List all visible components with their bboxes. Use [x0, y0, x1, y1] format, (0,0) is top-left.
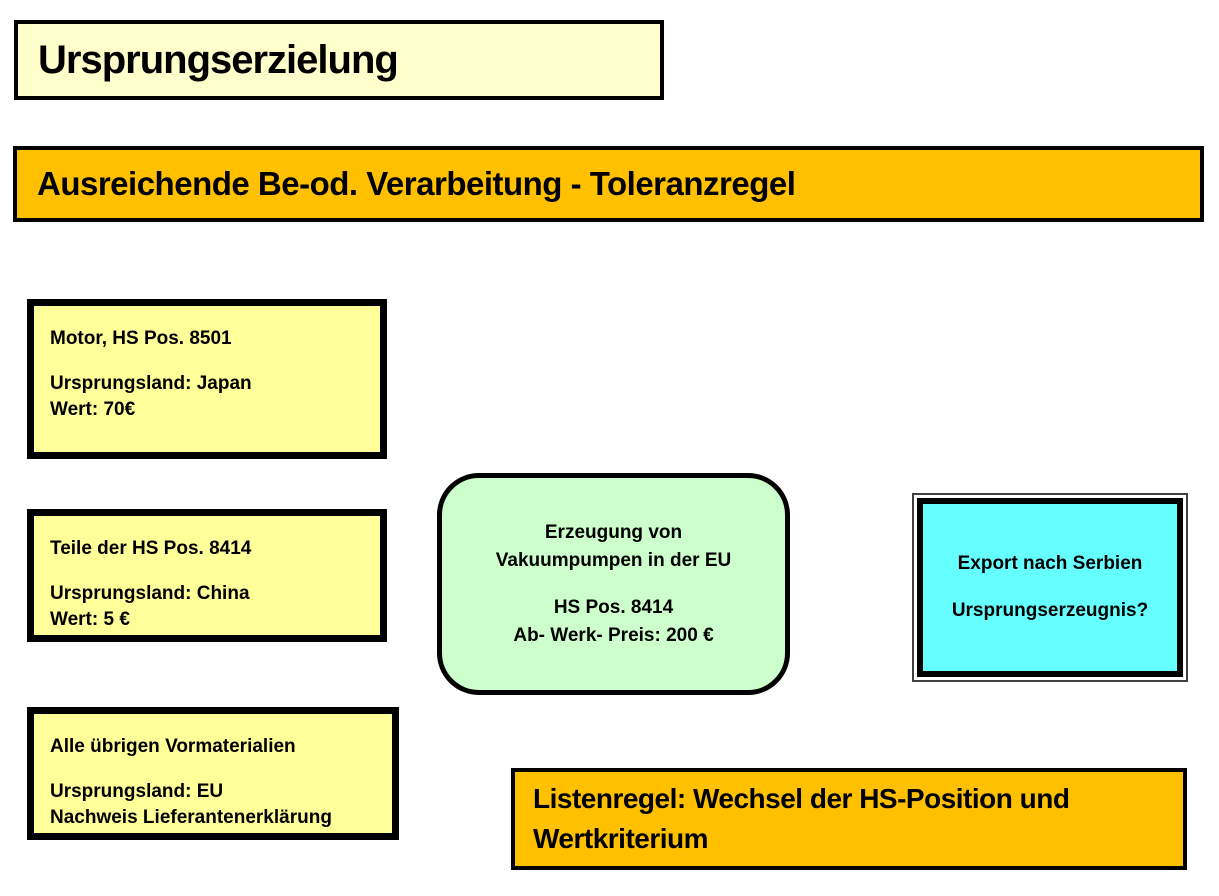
- text-line: [50, 352, 370, 371]
- text-line: Export nach Serbien: [957, 553, 1143, 574]
- section-banner: Ausreichende Be-od. Verarbeitung - Toler…: [13, 146, 1204, 222]
- text-line: Motor, HS Pos. 8501: [50, 328, 232, 349]
- text-line: Ursprungsland: EU: [50, 781, 224, 802]
- text-line: Erzeugung von: [544, 521, 683, 543]
- text-line: Wertkriterium: [533, 823, 709, 854]
- material-box-vormaterialien: Alle übrigen Vormaterialien Ursprungslan…: [27, 707, 399, 840]
- rule-box: Listenregel: Wechsel der HS-Position und…: [511, 768, 1187, 870]
- export-box-inner: Export nach Serbien Ursprungserzeugnis?: [917, 498, 1183, 677]
- text-line: Teile der HS Pos. 8414: [50, 538, 252, 559]
- section-banner-label: Ausreichende Be-od. Verarbeitung - Toler…: [37, 165, 796, 202]
- material-box-motor: Motor, HS Pos. 8501 Ursprungsland: Japan…: [27, 299, 387, 459]
- material-box-teile: Teile der HS Pos. 8414 Ursprungsland: Ch…: [27, 509, 387, 642]
- text-line: [923, 578, 1177, 597]
- text-line: Nachweis Lieferantenerklärung: [50, 807, 332, 828]
- text-line: [452, 575, 775, 594]
- text-line: Listenregel: Wechsel der HS-Position und: [533, 783, 1070, 814]
- slide-title: Ursprungserzielung: [38, 37, 399, 82]
- title-box: Ursprungserzielung: [14, 20, 664, 100]
- text-line: Alle übrigen Vormaterialien: [50, 736, 296, 757]
- text-line: [50, 562, 370, 581]
- process-box: Erzeugung von Vakuumpumpen in der EU HS …: [437, 473, 790, 695]
- text-line: Wert: 70€: [50, 399, 136, 420]
- text-line: Vakuumpumpen in der EU: [495, 549, 732, 571]
- text-line: Ursprungserzeugnis?: [951, 600, 1149, 621]
- text-line: Wert: 5 €: [50, 609, 130, 630]
- text-line: Ursprungsland: China: [50, 583, 250, 604]
- export-box: Export nach Serbien Ursprungserzeugnis?: [912, 493, 1188, 682]
- text-line: Ursprungsland: Japan: [50, 373, 252, 394]
- text-line: Ab- Werk- Preis: 200 €: [513, 624, 714, 646]
- text-line: HS Pos. 8414: [553, 596, 674, 618]
- text-line: [50, 760, 382, 779]
